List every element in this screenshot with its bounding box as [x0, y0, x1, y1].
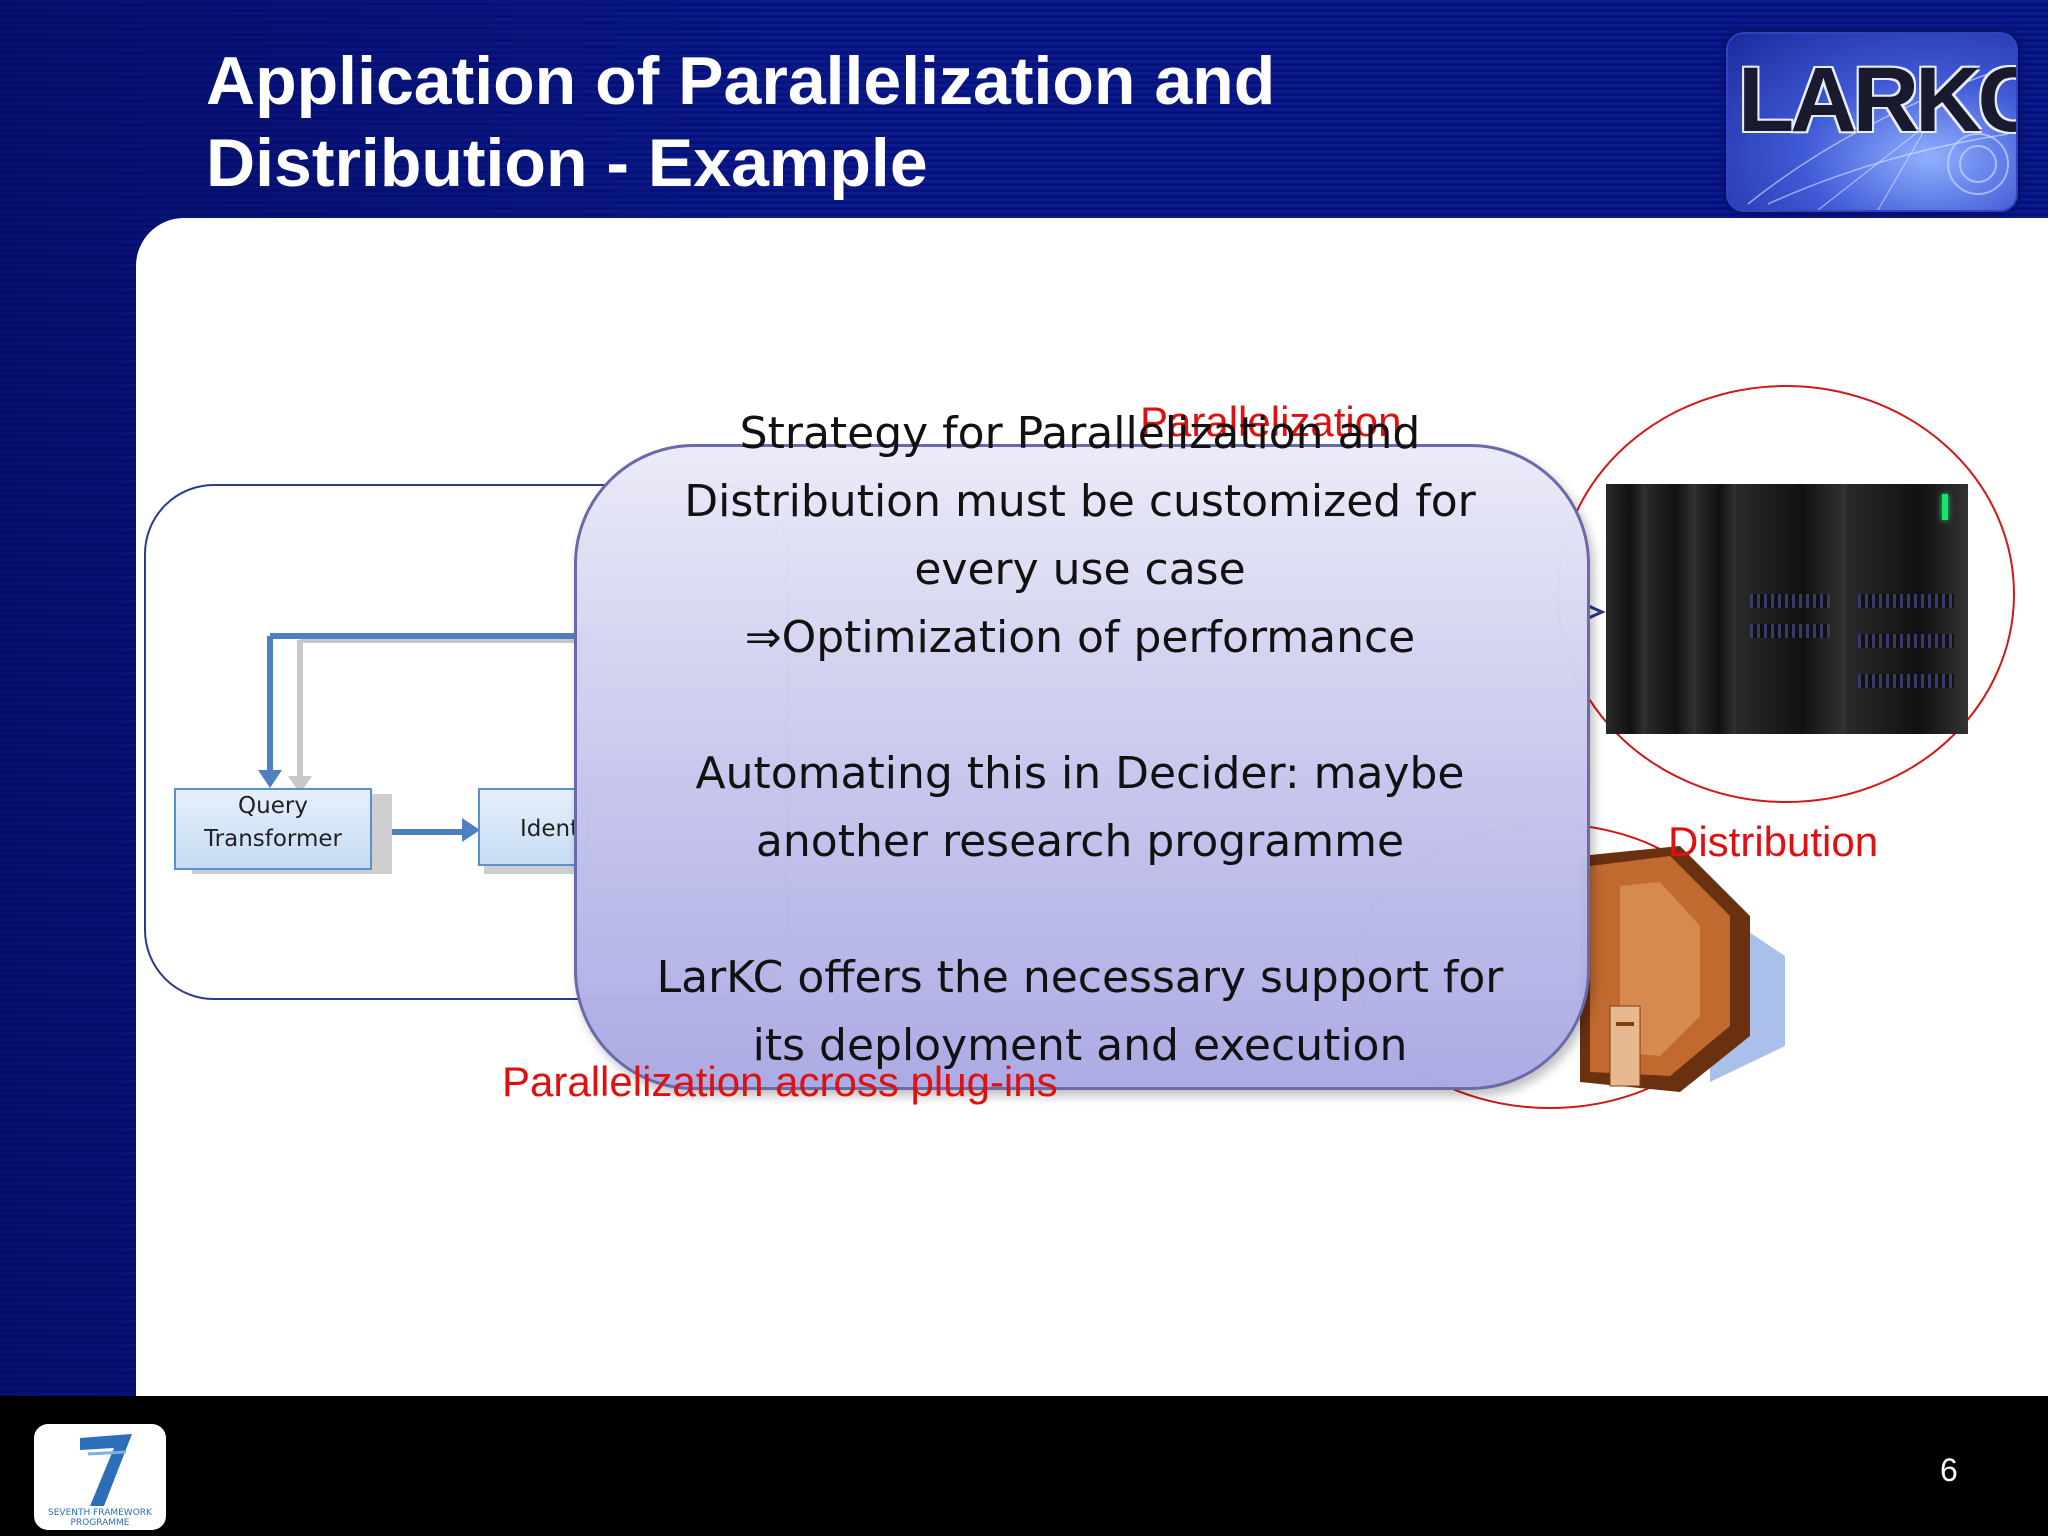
rack-slots [1858, 634, 1954, 648]
fp7-caption: SEVENTH FRAMEWORK PROGRAMME [48, 1508, 152, 1528]
workstation-illustration [1580, 846, 1785, 1092]
rack-5 [1846, 484, 1968, 734]
rack-1 [1606, 484, 1648, 734]
callout-line-10: its deployment and execution [752, 1020, 1408, 1071]
footer-bar [0, 1396, 2048, 1536]
rack-4 [1736, 484, 1848, 734]
label-parallelization-across-plugins: Parallelization across plug-ins [502, 1058, 1058, 1106]
query-transformer-box: Query Transformer [174, 788, 372, 870]
title-line-1: Application of Parallelization and [206, 43, 1276, 119]
query-transformer-line2: Transformer [203, 826, 342, 852]
rack-slots [1858, 594, 1954, 608]
logo-text: LARKC [1738, 49, 2018, 151]
callout-spacer [560, 876, 1600, 944]
callout-line-7: another research programme [755, 816, 1405, 867]
callout-line-3: every use case [914, 544, 1246, 595]
server-rack-image [1606, 484, 1968, 734]
label-distribution: Distribution [1668, 818, 1879, 865]
title-line-2: Distribution - Example [206, 125, 928, 201]
status-led [1942, 494, 1948, 520]
callout-text: Strategy for Parallelization and Distrib… [560, 400, 1600, 1080]
label-parallelization-top: Parallelization [1140, 398, 1402, 445]
callout-spacer [560, 672, 1600, 740]
fp7-seven-icon [80, 1434, 132, 1506]
identify-box-label: Ident [520, 816, 580, 842]
rack-slots [1750, 624, 1830, 638]
identify-box: Ident [478, 788, 588, 866]
rack-slots [1750, 594, 1830, 608]
callout-line-9: LarKC offers the necessary support for [656, 952, 1504, 1003]
rack-2 [1646, 484, 1698, 734]
label-parallelization-across-plugins-text: Parallelization across plug-ins [502, 1058, 1058, 1105]
callout-line-2: Distribution must be customized for [684, 476, 1476, 527]
rack-3 [1696, 484, 1738, 734]
callout-line-1: Strategy for Parallelization and [739, 408, 1421, 459]
logo-swirl-graphic [1747, 73, 2009, 210]
callout-line-6: Automating this in Decider: maybe [695, 748, 1465, 799]
query-transformer-line1: Query [238, 793, 308, 819]
page-number: 6 [1940, 1452, 1958, 1488]
rack-slots [1858, 674, 1954, 688]
callout-line-4: ⇒Optimization of performance [744, 612, 1416, 663]
larkc-logo: LARKC [1726, 32, 2018, 212]
callout-bubble [574, 444, 1590, 1090]
fp7-logo: SEVENTH FRAMEWORK PROGRAMME [34, 1424, 166, 1530]
slide-title: Application of Parallelization and Distr… [206, 40, 1656, 204]
